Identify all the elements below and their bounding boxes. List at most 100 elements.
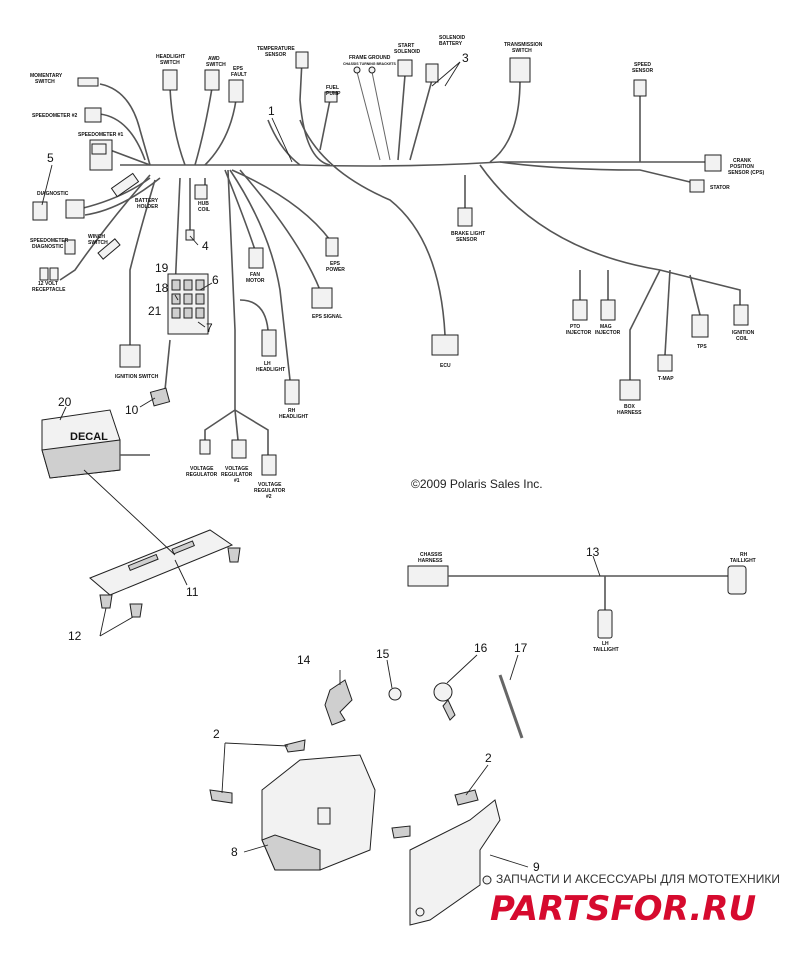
label-tps: TPS [697, 344, 707, 350]
label-solenoid-battery: SOLENOID [439, 35, 466, 41]
screw-12a [99, 594, 113, 609]
label-eps-fault: EPS [233, 66, 244, 72]
label-receptacle: 12 VOLT [38, 281, 58, 287]
label-winch-switch: WINCH [88, 234, 105, 240]
tmap-connector [657, 354, 673, 372]
label-voltage-regulator-2c: #2 [266, 494, 272, 500]
battery-holder [110, 172, 140, 198]
taillight-harness [407, 565, 747, 639]
label-receptacle-2: RECEPTACLE [32, 287, 66, 293]
label-eps-fault-2: FAULT [231, 72, 247, 78]
label-lh-taillight-2: TAILLIGHT [593, 647, 619, 653]
label-voltage-regulator-2b: REGULATOR [254, 488, 286, 494]
box-harness-connector [619, 379, 641, 401]
label-rh-taillight: RH [740, 552, 748, 558]
label-box-harness: BOX [624, 404, 636, 410]
label-headlight-switch: HEADLIGHT [156, 54, 185, 60]
crank-position-sensor [704, 154, 722, 172]
battery-holder-connector [65, 199, 85, 219]
screw-2d [391, 825, 411, 839]
label-chassis-harness: CHASSIS [420, 552, 443, 558]
callout-2a: 2 [213, 727, 220, 741]
callout-3: 3 [462, 51, 469, 65]
label-momentary-switch: MOMENTARY [30, 73, 63, 79]
callout-15: 15 [376, 647, 390, 661]
label-battery-holder: BATTERY [135, 198, 159, 204]
voltage-regulator-1-connector [231, 439, 247, 459]
receptacle-pin-2 [49, 267, 59, 281]
label-solenoid-battery-2: BATTERY [439, 41, 463, 47]
components-top [77, 51, 722, 356]
eps-power-connector [325, 237, 339, 257]
speedometer-diagnostic-connector [64, 239, 76, 255]
item-4-connector [185, 229, 195, 241]
label-crank-sensor: CRANK [733, 158, 751, 164]
label-battery-holder-2: HOLDER [137, 204, 159, 210]
label-mag-injector-2: INJECTOR [595, 330, 621, 336]
transmission-switch [509, 57, 531, 83]
label-voltage-regulator-1c: #1 [234, 478, 240, 484]
decal-box: DECAL [41, 409, 150, 479]
callout-7: 7 [206, 321, 213, 335]
cable-tie-17 [498, 674, 524, 739]
winch-switch-connector [97, 238, 121, 260]
pto-injector [572, 299, 588, 321]
label-speedometer-2: SPEEDOMETER #2 [32, 113, 78, 119]
label-rh-taillight-2: TAILLIGHT [730, 558, 756, 564]
component-labels: MOMENTARY SWITCH SPEEDOMETER #2 SPEEDOME… [30, 35, 764, 653]
small-parts [324, 674, 524, 739]
label-tmap: T-MAP [658, 376, 674, 382]
ignition-switch [119, 344, 141, 368]
solenoid-battery-connector [425, 63, 439, 83]
label-speed-sensor: SPEED [634, 62, 651, 68]
label-diagnostic: DIAGNOSTIC [37, 191, 69, 197]
callout-19: 19 [155, 261, 169, 275]
callout-11: 11 [186, 585, 199, 599]
callout-13: 13 [586, 545, 600, 559]
label-mag-injector: MAG [600, 324, 612, 330]
label-voltage-regulator-2: REGULATOR [186, 472, 218, 478]
label-fan-motor-2: MOTOR [246, 278, 265, 284]
chassis-harness-connector [407, 565, 449, 587]
frame-ground-terminal [353, 66, 361, 74]
callout-10: 10 [125, 403, 139, 417]
speedometer-2-connector [84, 107, 102, 123]
label-box-harness-2: HARNESS [617, 410, 642, 416]
diagnostic-connector [32, 201, 48, 221]
callout-20: 20 [58, 395, 72, 409]
brake-light-sensor [457, 207, 473, 227]
label-awd-switch-2: SWITCH [206, 62, 226, 68]
screw-2a [284, 739, 306, 753]
label-frame-ground: FRAME GROUND [349, 55, 391, 61]
watermark: ЗАПЧАСТИ И АКСЕССУАРЫ ДЛЯ МОТОТЕХНИКИ PA… [490, 872, 780, 929]
label-crank-sensor-2: POSITION [730, 164, 754, 170]
label-lh-headlight-2: HEADLIGHT [256, 367, 285, 373]
label-brake-light-sensor-2: SENSOR [456, 237, 478, 243]
label-awd-switch: AWD [208, 56, 220, 62]
main-harness [59, 59, 741, 455]
components-center [199, 237, 339, 476]
label-eps-signal: EPS SIGNAL [312, 314, 342, 320]
hub-coil-connector [194, 184, 208, 200]
stator-connector [689, 179, 705, 193]
copyright: ©2009 Polaris Sales Inc. [411, 477, 543, 491]
callout-17: 17 [514, 641, 528, 655]
awd-switch [204, 69, 220, 91]
label-crank-sensor-3: SENSOR (CPS) [728, 170, 764, 176]
temperature-sensor [295, 51, 309, 69]
fuse-slots [171, 279, 205, 319]
label-momentary-switch-2: SWITCH [35, 79, 55, 85]
label-rh-headlight-2: HEADLIGHT [279, 414, 308, 420]
label-pto-injector: PTO [570, 324, 580, 330]
ecu-connector [431, 334, 459, 356]
label-speedometer-diagnostic-2: DIAGNOSTIC [32, 244, 64, 250]
label-speedometer-1: SPEEDOMETER #1 [78, 132, 124, 138]
callout-18: 18 [155, 281, 169, 295]
screw-2c [454, 789, 479, 806]
label-ignition-switch: IGNITION SWITCH [115, 374, 159, 380]
label-fuel-pump: FUEL [326, 85, 339, 91]
clip-15 [388, 687, 402, 701]
watermark-logo: PARTSFOR.RU [490, 889, 756, 929]
leader-lines [41, 61, 601, 868]
